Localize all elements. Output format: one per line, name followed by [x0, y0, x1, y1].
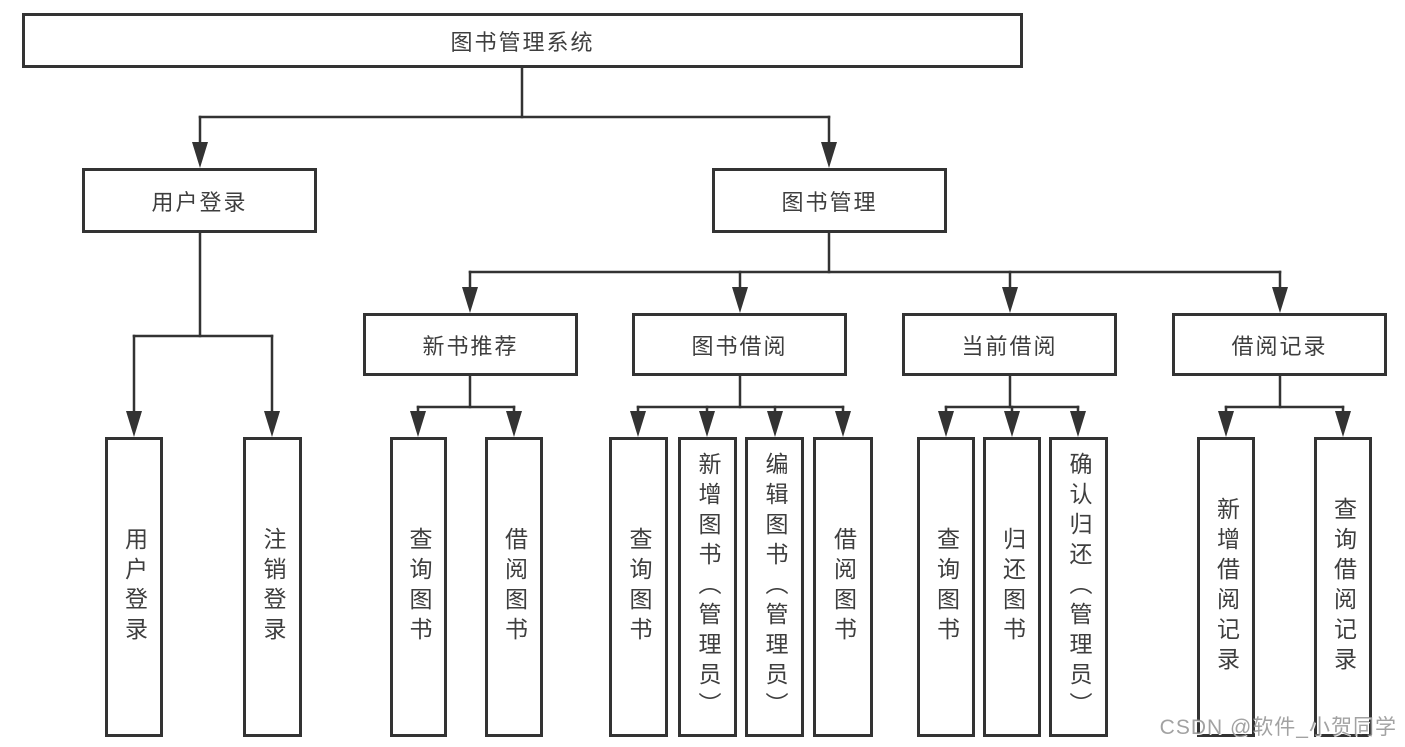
leaf-logout-login: 注销登录 [243, 437, 302, 737]
leaf-user-login: 用户登录 [105, 437, 163, 737]
node-label: 借阅图书 [501, 527, 528, 647]
csdn-watermark: CSDN @软件_小贺同学 [1159, 716, 1397, 739]
leaf-borrow-books: 借阅图书 [813, 437, 873, 737]
node-user-login: 用户登录 [82, 168, 317, 233]
arrowheads [126, 142, 1351, 437]
node-label: 确认归还（管理员） [1066, 452, 1092, 722]
node-library-management-system: 图书管理系统 [22, 13, 1023, 68]
leaf-edit-book-admin: 编辑图书（管理员） [745, 437, 804, 737]
node-label: 图书管理系统 [450, 29, 595, 55]
node-label: 查询借阅记录 [1330, 497, 1357, 677]
leaf-borrow-books-recommend: 借阅图书 [485, 437, 543, 737]
leaf-return-books: 归还图书 [983, 437, 1041, 737]
leaf-query-books-borrow: 查询图书 [609, 437, 668, 737]
node-label: 当前借阅 [961, 333, 1058, 359]
node-label: 用户登录 [151, 189, 248, 215]
node-label: 注销登录 [260, 527, 286, 647]
leaf-query-books-current: 查询图书 [917, 437, 975, 737]
node-label: 归还图书 [999, 527, 1026, 647]
node-label: 用户登录 [121, 527, 148, 647]
node-book-borrowing: 图书借阅 [632, 313, 847, 376]
node-book-management: 图书管理 [712, 168, 947, 233]
node-label: 借阅图书 [830, 527, 857, 647]
node-label: 查询图书 [626, 527, 652, 647]
leaf-query-borrow-record: 查询借阅记录 [1314, 437, 1372, 737]
node-label: 新增图书（管理员） [695, 452, 721, 722]
node-label: 编辑图书（管理员） [762, 452, 788, 722]
node-label: 新书推荐 [422, 333, 519, 359]
node-label: 图书管理 [781, 189, 878, 215]
node-label: 借阅记录 [1231, 333, 1328, 359]
leaf-confirm-return-admin: 确认归还（管理员） [1049, 437, 1108, 737]
leaf-query-books-recommend: 查询图书 [390, 437, 447, 737]
node-label: 图书借阅 [691, 333, 788, 359]
node-new-book-recommendation: 新书推荐 [363, 313, 578, 376]
node-label: 查询图书 [933, 527, 960, 647]
leaf-add-book-admin: 新增图书（管理员） [678, 437, 737, 737]
node-label: 查询图书 [406, 527, 432, 647]
leaf-add-borrow-record: 新增借阅记录 [1197, 437, 1255, 737]
node-label: 新增借阅记录 [1213, 497, 1240, 677]
node-current-borrowing: 当前借阅 [902, 313, 1117, 376]
node-borrowing-records: 借阅记录 [1172, 313, 1387, 376]
